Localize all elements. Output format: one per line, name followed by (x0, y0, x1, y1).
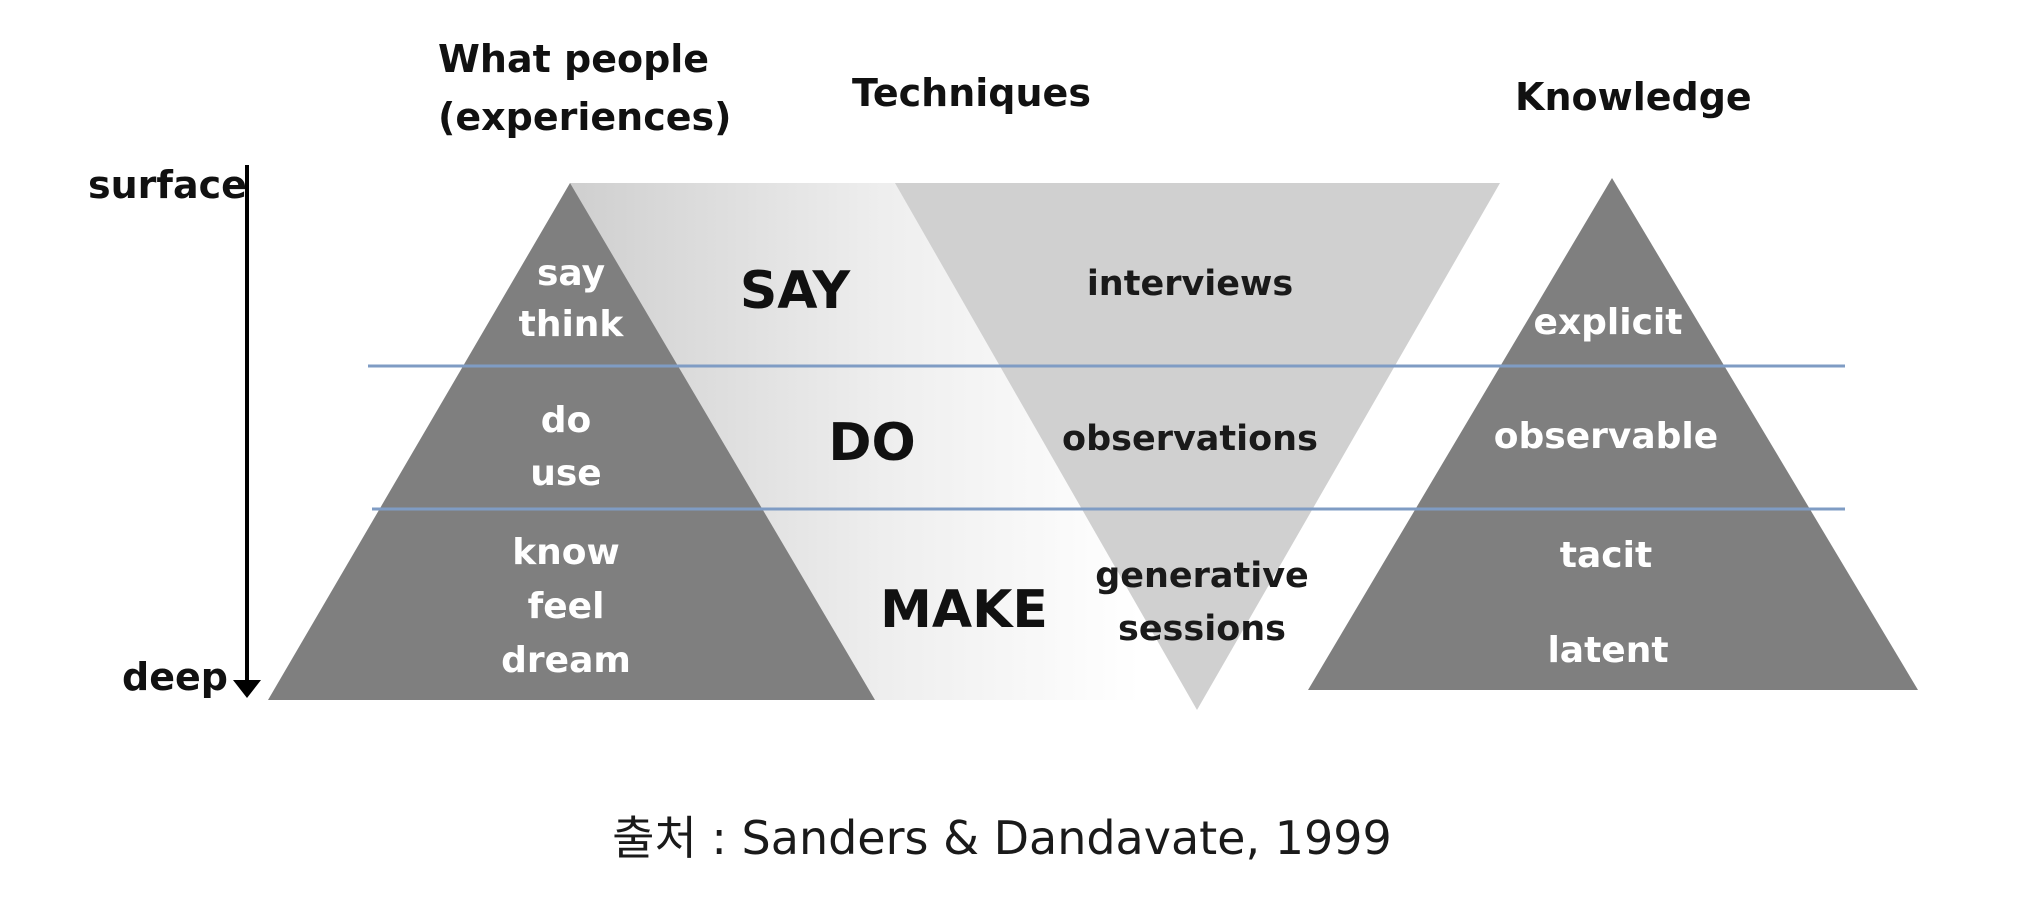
technique-make: MAKE (880, 580, 1048, 640)
technique-observations: observations (1062, 419, 1318, 459)
technique-say: SAY (740, 261, 852, 321)
knowledge-latent: latent (1547, 630, 1668, 671)
technique-interviews: interviews (1087, 264, 1293, 304)
technique-do: DO (828, 413, 915, 473)
experience-think: think (519, 304, 625, 345)
knowledge-explicit: explicit (1534, 302, 1683, 343)
technique-sessions: sessions (1118, 609, 1286, 649)
source-caption: 출처 : Sanders & Dandavate, 1999 (612, 811, 1392, 865)
experience-feel: feel (528, 586, 605, 627)
header-techniques: Techniques (852, 71, 1091, 115)
technique-generative: generative (1095, 556, 1309, 596)
axis-label-deep: deep (122, 655, 228, 699)
experiences-triangle (268, 183, 875, 700)
experience-use: use (530, 453, 601, 494)
knowledge-tacit: tacit (1560, 535, 1652, 576)
experience-dream: dream (501, 640, 631, 681)
techniques-inverted-triangle (895, 183, 1500, 710)
knowledge-observable: observable (1494, 416, 1718, 457)
header-what-people: What people (438, 37, 709, 81)
header-experiences: (experiences) (438, 95, 732, 139)
header-knowledge: Knowledge (1515, 75, 1752, 119)
knowledge-triangle (1308, 178, 1918, 690)
experience-say: say (537, 253, 605, 294)
depth-axis-arrowhead (233, 680, 261, 698)
experience-know: know (512, 532, 620, 573)
axis-label-surface: surface (88, 163, 247, 207)
experience-do: do (541, 400, 592, 441)
